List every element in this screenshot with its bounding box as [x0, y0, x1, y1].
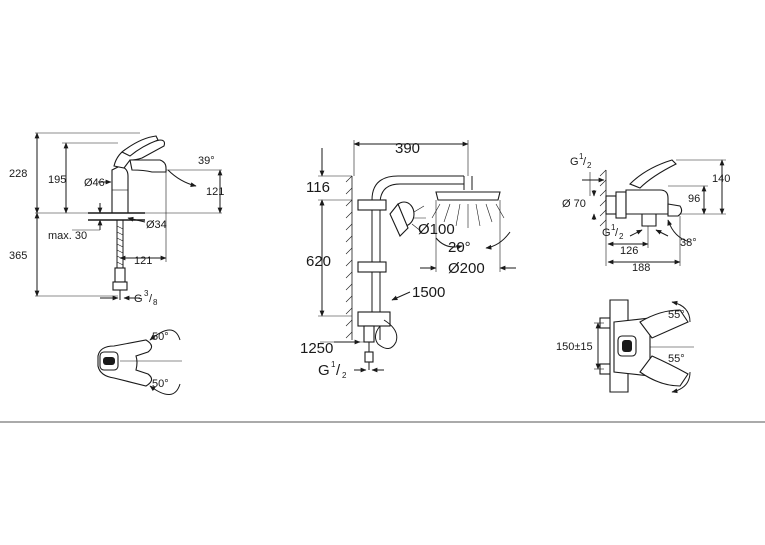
- basin-mixer-side-view: 228 195 365 Ø46: [9, 132, 224, 307]
- basin-hose: [112, 220, 128, 300]
- bath-connection-sub: 2: [587, 161, 592, 170]
- bath-front-angle-top-label: 55°: [668, 309, 685, 321]
- bath-height-total-label: 140: [712, 173, 730, 185]
- basin-top-angle-top-label: 50°: [152, 331, 169, 343]
- basin-connection-label: G: [134, 293, 143, 305]
- bath-lower-connection-sub: 2: [619, 232, 624, 241]
- bath-connection-sup: 1: [579, 152, 584, 161]
- shower-connection-sub: 2: [342, 371, 347, 380]
- bath-centres-label: 150±15: [556, 341, 593, 353]
- basin-spout-reach-height-label: 121: [206, 186, 224, 198]
- basin-height-spout-label: 195: [48, 174, 66, 186]
- shower-mount-height-label: 1250: [300, 340, 333, 357]
- bath-mixer-front-view: 150±15 55° 55°: [556, 299, 694, 394]
- bath-connection-slash: /: [583, 156, 587, 168]
- bath-front-angle-bottom-label: 55°: [668, 353, 685, 365]
- shower-rail-height-label: 620: [306, 253, 331, 270]
- bath-mixer-body: [605, 159, 683, 227]
- bath-reach-spout-label: 126: [620, 245, 638, 257]
- basin-angle-lever-label: 39°: [198, 155, 215, 167]
- basin-hose-length-label: 365: [9, 250, 27, 262]
- basin-projection-label: 121: [134, 255, 152, 267]
- bath-lower-connection-slash: /: [615, 227, 619, 239]
- basin-diameter-body-label: Ø46: [84, 177, 105, 189]
- bath-height-spout-label: 96: [688, 193, 700, 205]
- basin-connection-sub: 8: [153, 298, 158, 307]
- shower-arm-width-label: 390: [395, 140, 420, 157]
- basin-mixer-top-view: 50° 50°: [97, 329, 182, 395]
- basin-max-deck-label: max. 30: [48, 230, 87, 242]
- shower-connection-label: G: [318, 362, 330, 379]
- shower-connection-slash: /: [336, 362, 341, 379]
- basin-mixer-body: [111, 135, 167, 214]
- shower-connection-sup: 1: [331, 360, 336, 369]
- basin-height-total-label: 228: [9, 168, 27, 180]
- shower-tilt-angle-label: 20°: [448, 239, 471, 256]
- shower-hose-length-label: 1500: [412, 284, 445, 301]
- bath-mixer-side-view: G 1 / 2 Ø 70 140 96 G 1 / 2 126 38° 188: [562, 152, 730, 274]
- basin-top-angle-bottom-label: 50°: [152, 378, 169, 390]
- bath-connection-label: G: [570, 156, 579, 168]
- shower-hand-diameter-label: Ø100: [418, 221, 455, 238]
- shower-head-diameter-label: Ø200: [448, 260, 485, 277]
- bath-reach-total-label: 188: [632, 262, 650, 274]
- bath-body-diameter-label: Ø 70: [562, 198, 586, 210]
- bath-lower-connection-sup: 1: [611, 223, 616, 232]
- hand-shower: [389, 201, 426, 237]
- bath-angle-spout-label: 38°: [680, 237, 697, 249]
- basin-hole-diameter-label: Ø34: [146, 219, 167, 231]
- shower-system: 390 116 620 Ø100 20° Ø200 1500 1250 G 1: [300, 140, 516, 380]
- basin-connection-slash: /: [149, 293, 153, 305]
- basin-connection-sup: 3: [144, 289, 149, 298]
- shower-head-offset-label: 116: [306, 179, 330, 196]
